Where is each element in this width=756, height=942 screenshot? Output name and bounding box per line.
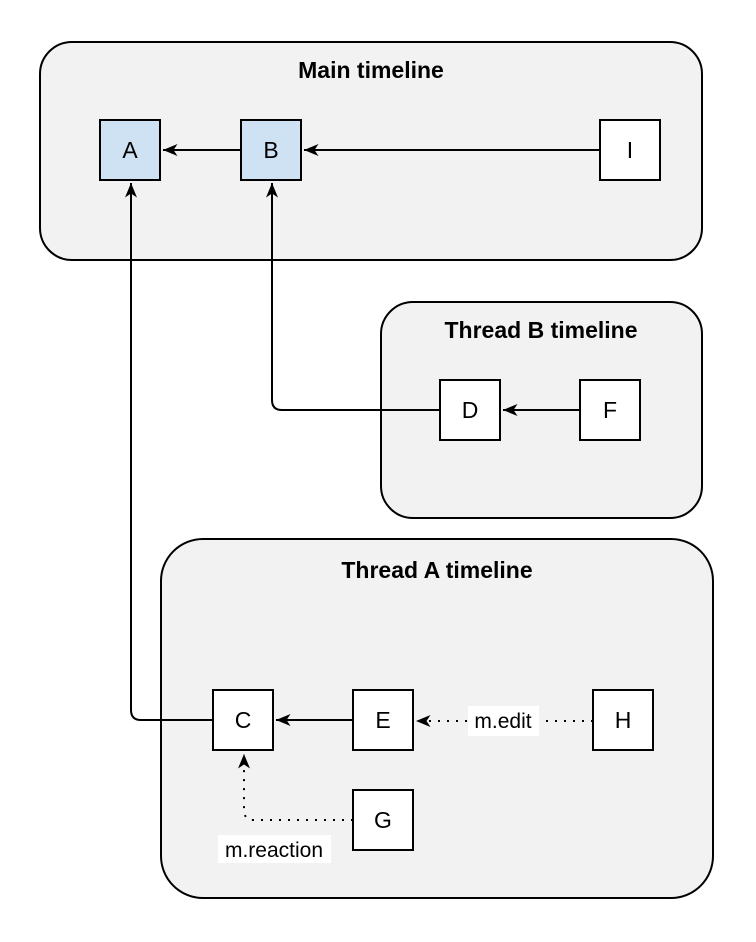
- node-d: [439, 379, 501, 441]
- node-b-label: B: [263, 137, 278, 163]
- node-e-label: E: [375, 707, 390, 733]
- edge-label-m-edit: m.edit: [474, 710, 531, 733]
- node-d-label: D: [462, 397, 479, 423]
- edge-label-m-edit-bg: [468, 706, 539, 736]
- node-c: [212, 689, 274, 751]
- thread-b-timeline-title: Thread B timeline: [445, 317, 638, 343]
- edge-g-to-c: [238, 754, 353, 821]
- edge-label-m-reaction: m.reaction: [225, 839, 323, 862]
- node-i: [599, 119, 661, 181]
- container-thread-a-timeline: [160, 538, 714, 899]
- edge-d-to-b: [266, 183, 440, 411]
- node-g-label: G: [374, 807, 392, 833]
- node-b: [240, 119, 302, 181]
- node-a: [99, 119, 161, 181]
- node-h-label: H: [615, 707, 632, 733]
- thread-a-timeline-title: Thread A timeline: [341, 557, 532, 583]
- node-f: [579, 379, 641, 441]
- edge-label-m-reaction-bg: [218, 835, 331, 863]
- node-a-label: A: [122, 137, 138, 163]
- edge-c-to-a: [125, 183, 213, 721]
- node-e: [352, 689, 414, 751]
- node-c-label: C: [235, 707, 252, 733]
- node-g: [352, 789, 414, 851]
- main-timeline-title: Main timeline: [298, 57, 444, 83]
- node-f-label: F: [603, 397, 617, 423]
- node-h: [592, 689, 654, 751]
- node-i-label: I: [627, 137, 633, 163]
